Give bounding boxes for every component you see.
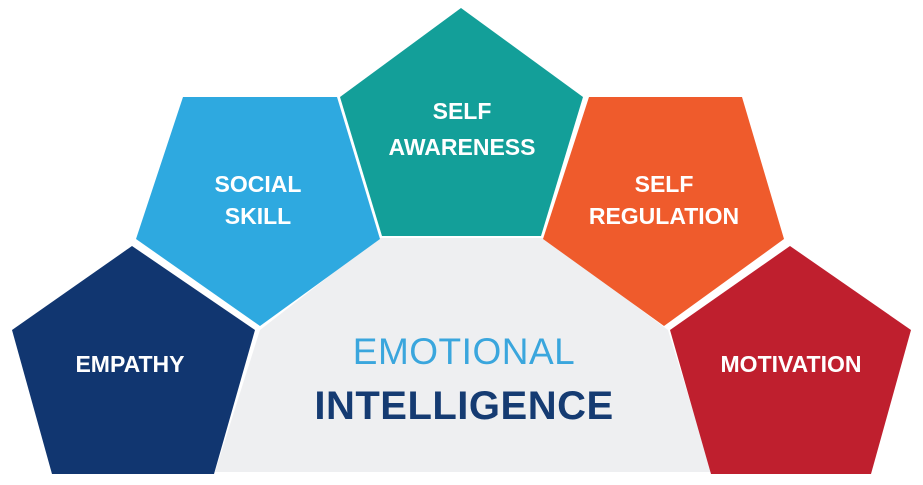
self-regulation-label-line2: REGULATION xyxy=(589,203,739,229)
motivation-pentagon xyxy=(670,246,911,474)
self-awareness-label-line2: AWARENESS xyxy=(389,134,536,160)
social-skill-label-line2: SKILL xyxy=(225,203,291,229)
self-awareness-pentagon xyxy=(340,8,583,236)
self-regulation-pentagon xyxy=(543,97,784,326)
center-title-line1: EMOTIONAL xyxy=(353,331,575,372)
self-awareness-label-line1: SELF xyxy=(433,98,492,124)
self-regulation-label-line1: SELF xyxy=(635,171,694,197)
empathy-label: EMPATHY xyxy=(75,351,184,377)
motivation-label: MOTIVATION xyxy=(721,351,862,377)
empathy-pentagon xyxy=(12,246,255,474)
center-title-line2: INTELLIGENCE xyxy=(314,384,613,428)
social-skill-pentagon xyxy=(136,97,380,326)
social-skill-label-line1: SOCIAL xyxy=(215,171,302,197)
center-arch-shape xyxy=(215,238,712,472)
